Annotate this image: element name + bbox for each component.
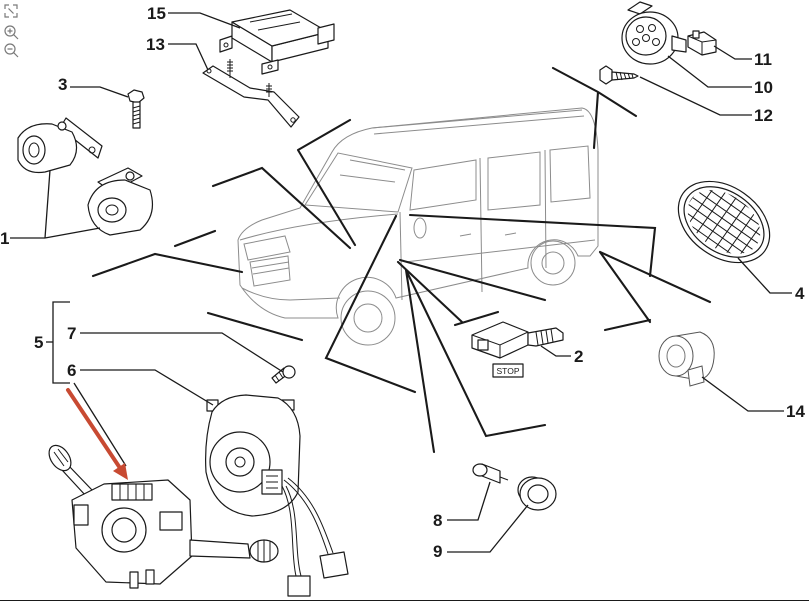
location-pointer-lines [91,66,712,454]
leader-line-2 [540,345,571,357]
part-1-horns [17,117,153,236]
callout-14[interactable]: 14 [786,402,805,421]
part-11-connector [687,30,717,56]
zoom-out-icon[interactable] [2,41,20,59]
callout-10[interactable]: 10 [754,78,773,97]
part-15-module [219,9,335,75]
part-10-buzzer [621,1,687,65]
stop-label-text: STOP [497,366,520,376]
callout-1[interactable]: 1 [0,229,9,248]
callout-7[interactable]: 7 [67,324,76,343]
leader-line-7 [80,332,284,373]
leader-line-switch [73,382,127,467]
leader-line-4 [737,257,792,294]
leader-line-14 [701,376,784,412]
leader-lines [10,12,792,553]
leader-line-9 [447,504,529,553]
callout-5[interactable]: 5 [34,333,43,352]
leader-line-8 [447,481,491,521]
part-12-screw [599,65,639,85]
callout-3[interactable]: 3 [58,75,67,94]
pointer-line-door [408,213,657,278]
part-8-sensor [472,463,509,484]
fit-to-screen-icon[interactable] [2,2,20,20]
pointer-line-front-lower [91,229,244,278]
part-2-stop-switch [471,321,564,359]
part-4-speaker-grille [675,176,773,268]
callouts: 1 2 3 4 5 6 7 8 9 10 11 12 13 14 15 [0,4,805,561]
leader-line-15 [168,12,241,29]
callout-8[interactable]: 8 [433,511,442,530]
viewer-toolbar [2,2,20,59]
leader-line-6 [80,369,214,406]
leader-line-12 [639,76,752,116]
pointer-line-pedal [396,258,547,327]
pointer-line-roof [296,118,357,247]
part-13-bracket [202,59,300,128]
callout-4[interactable]: 4 [795,284,805,303]
part-9-plug [517,476,557,511]
callout-9[interactable]: 9 [433,542,442,561]
callout-11[interactable]: 11 [754,50,772,69]
pointer-line-dash [206,214,417,394]
pointer-line-front-upper [211,166,352,250]
part-7-screw [271,365,296,384]
combination-switch-assembly [48,444,279,589]
callout-15[interactable]: 15 [147,4,166,23]
leader-line-3 [70,86,129,98]
red-pointer-arrow [66,388,128,480]
zoom-in-icon[interactable] [2,23,20,41]
vehicle-outline [237,107,599,346]
stop-label: STOP [492,363,524,378]
pointer-line-side [598,250,712,332]
part-6-clock-spring [205,394,349,597]
callout-6[interactable]: 6 [67,361,76,380]
pointer-line-rear [551,66,638,150]
part-14-sensor [658,331,715,387]
leader-line-11 [713,45,752,60]
callout-12[interactable]: 12 [754,106,773,125]
pointer-line-floor [404,268,547,454]
callout-13[interactable]: 13 [146,35,165,54]
leader-line-13 [168,43,209,71]
part-3-bolt [127,89,145,129]
leader-line-1 [10,169,101,239]
callout-2[interactable]: 2 [574,347,583,366]
leader-line-10 [667,55,752,88]
